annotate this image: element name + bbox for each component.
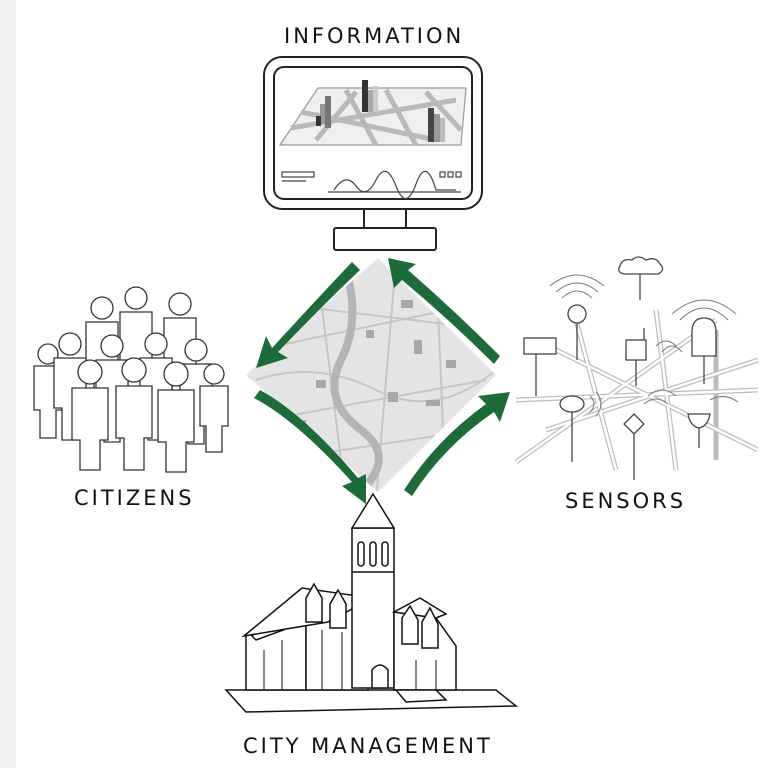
citizens-label: CITIZENS [74,486,195,510]
sensor-network-icon [514,256,760,480]
monitor-dashboard-icon [263,56,483,251]
city-management-label: CITY MANAGEMENT [243,734,493,758]
arrow-to-city-icon [254,390,366,504]
cycle-arrows [254,258,510,504]
arrow-to-citizens-icon [256,262,360,368]
city-map [246,258,496,492]
arrow-to-information-icon [388,258,500,364]
diagram-canvas: INFORMATION CITIZENS SENSORS CITY MANAGE… [16,0,779,768]
sensors-label: SENSORS [565,489,687,513]
people-crowd-icon [33,286,229,473]
information-label: INFORMATION [284,24,465,48]
town-hall-icon [224,492,519,713]
arrow-to-sensors-icon [404,392,510,496]
